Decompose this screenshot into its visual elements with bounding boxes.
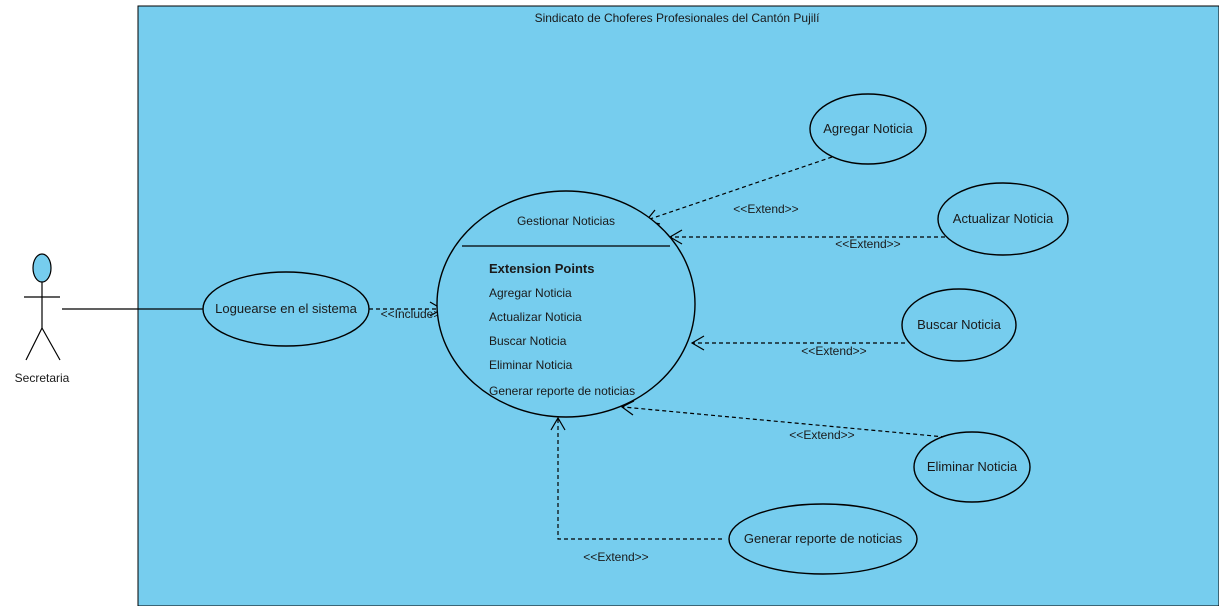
system-title: Sindicato de Choferes Profesionales del … bbox=[535, 11, 821, 25]
extend-search-label: <<Extend>> bbox=[801, 344, 866, 358]
extend-delete-relation: <<Extend>> bbox=[620, 400, 946, 442]
use-case-update-label: Actualizar Noticia bbox=[953, 211, 1054, 226]
extend-delete-line bbox=[622, 406, 946, 438]
extend-delete-label: <<Extend>> bbox=[789, 428, 854, 442]
use-case-update-shape bbox=[937, 182, 1069, 256]
use-case-delete-label: Eliminar Noticia bbox=[927, 459, 1018, 474]
extend-add-line bbox=[646, 156, 833, 221]
extension-point-item: Eliminar Noticia bbox=[489, 358, 573, 372]
actor-secretaria[interactable]: Secretaria bbox=[15, 253, 70, 385]
actor-left-leg bbox=[25, 327, 43, 361]
use-case-delete-shape bbox=[913, 431, 1031, 503]
extend-delete-arrowhead bbox=[620, 400, 635, 416]
extend-add-label: <<Extend>> bbox=[733, 202, 798, 216]
use-case-login[interactable]: Loguearse en el sistema bbox=[202, 271, 370, 347]
use-case-add[interactable]: Agregar Noticia bbox=[809, 93, 927, 165]
use-case-search-label: Buscar Noticia bbox=[917, 317, 1002, 332]
use-case-manage[interactable]: Gestionar Noticias Extension Points Agre… bbox=[436, 190, 696, 418]
extend-report-arrowhead bbox=[550, 416, 566, 431]
use-case-report-label: Generar reporte de noticias bbox=[744, 531, 903, 546]
extend-search-arrowhead bbox=[690, 335, 705, 351]
actor-name: Secretaria bbox=[15, 371, 70, 385]
extend-search-relation: <<Extend>> bbox=[690, 335, 905, 358]
extension-point-item: Actualizar Noticia bbox=[489, 310, 582, 324]
use-case-login-shape bbox=[202, 271, 370, 347]
use-case-add-label: Agregar Noticia bbox=[823, 121, 913, 136]
extension-point-item: Agregar Noticia bbox=[489, 286, 572, 300]
use-case-add-shape bbox=[809, 93, 927, 165]
extend-report-relation: <<Extend>> bbox=[550, 416, 722, 564]
extend-report-line bbox=[557, 418, 722, 540]
extension-points-heading: Extension Points bbox=[489, 261, 594, 276]
actor-right-leg bbox=[41, 327, 61, 361]
use-case-manage-shape bbox=[436, 190, 696, 418]
use-case-manage-label: Gestionar Noticias bbox=[517, 214, 615, 228]
extension-point-item: Generar reporte de noticias bbox=[489, 384, 635, 398]
use-case-delete[interactable]: Eliminar Noticia bbox=[913, 431, 1031, 503]
use-case-report[interactable]: Generar reporte de noticias bbox=[728, 503, 918, 575]
actor-head bbox=[32, 253, 52, 283]
use-case-login-label: Loguearse en el sistema bbox=[215, 301, 357, 316]
extension-point-item: Buscar Noticia bbox=[489, 334, 567, 348]
use-case-update[interactable]: Actualizar Noticia bbox=[937, 182, 1069, 256]
use-case-search[interactable]: Buscar Noticia bbox=[901, 288, 1017, 362]
include-label: <<Include>> bbox=[381, 307, 448, 321]
use-case-report-shape bbox=[728, 503, 918, 575]
extend-report-label: <<Extend>> bbox=[583, 550, 648, 564]
use-case-search-shape bbox=[901, 288, 1017, 362]
extend-update-label: <<Extend>> bbox=[835, 237, 900, 251]
